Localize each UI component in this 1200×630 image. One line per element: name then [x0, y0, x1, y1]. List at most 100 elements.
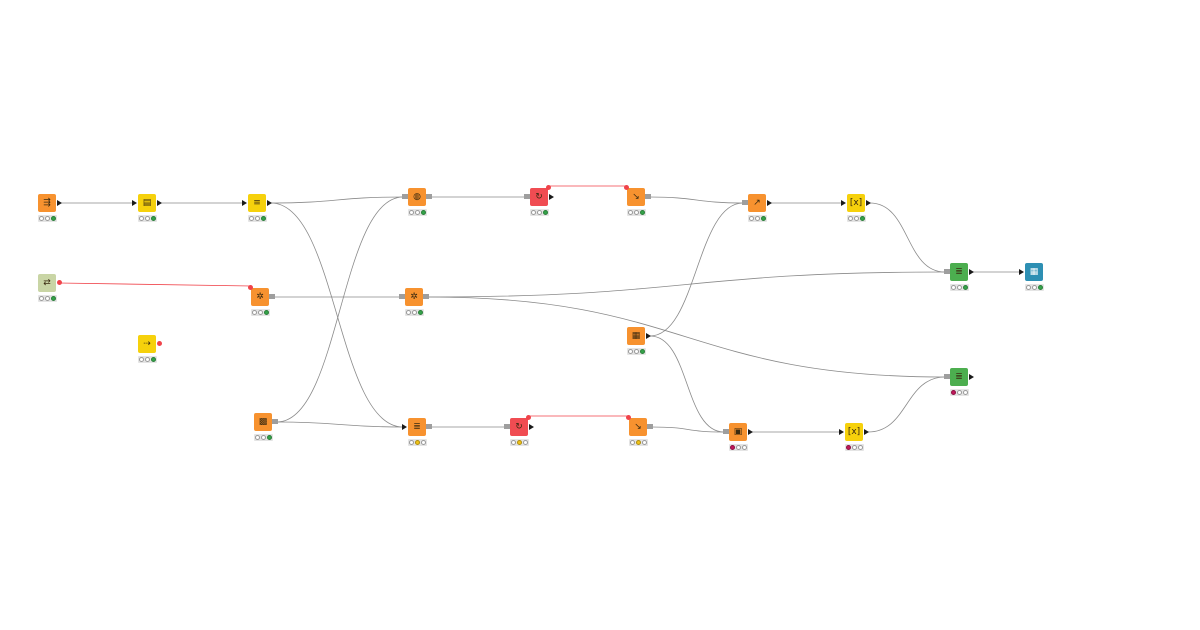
image-writer-node[interactable]: ▣	[723, 423, 753, 441]
status-light-empty	[537, 210, 542, 215]
status-light-empty	[409, 210, 414, 215]
connection-line[interactable]	[649, 202, 744, 337]
connection-line[interactable]	[867, 376, 946, 433]
connection-line[interactable]	[270, 202, 404, 428]
status-light-empty	[755, 216, 760, 221]
flow-variable-node[interactable]: ⇢	[138, 335, 162, 353]
flow-variable-port[interactable]	[624, 185, 629, 190]
variable-creator-node[interactable]: ⇄	[38, 274, 62, 292]
loop-end-node-2[interactable]: ↘	[626, 415, 653, 436]
status-light-empty	[45, 296, 50, 301]
scorer-node[interactable]: [x]	[841, 194, 871, 212]
table-creator-node[interactable]: ▦	[627, 327, 651, 345]
loop-start-node[interactable]: ↻	[524, 185, 554, 206]
input-port[interactable]	[839, 429, 844, 435]
status-light-red	[951, 390, 956, 395]
status-light-empty	[852, 445, 857, 450]
output-port[interactable]	[549, 194, 554, 200]
connection-line[interactable]	[649, 196, 744, 204]
normalizer-node[interactable]: ≡	[242, 194, 272, 212]
input-port[interactable]	[402, 424, 407, 430]
status-light-empty	[749, 216, 754, 221]
predictor-node[interactable]: ↗	[742, 194, 772, 212]
output-port[interactable]	[426, 194, 432, 199]
connection-line[interactable]	[270, 196, 404, 204]
table-view-node[interactable]: ▦	[1019, 263, 1043, 281]
input-port[interactable]	[1019, 269, 1024, 275]
connection-line[interactable]	[649, 335, 725, 433]
node-status-indicator	[248, 215, 267, 222]
input-port[interactable]	[402, 194, 408, 199]
tree-learner-icon: ≣	[413, 421, 421, 432]
scorer-node-2[interactable]: [x]	[839, 423, 869, 441]
input-port[interactable]	[524, 194, 530, 199]
status-light-empty	[39, 296, 44, 301]
status-light-green	[261, 216, 266, 221]
column-filter-node[interactable]: ▤	[132, 194, 162, 212]
output-port[interactable]	[864, 429, 869, 435]
node-status-indicator	[405, 309, 424, 316]
input-port[interactable]	[944, 269, 950, 274]
output-port[interactable]	[645, 194, 651, 199]
flow-variable-port[interactable]	[626, 415, 631, 420]
status-light-empty	[139, 357, 144, 362]
output-port[interactable]	[866, 200, 871, 206]
learner-node-bottom[interactable]: ≣	[944, 368, 974, 386]
model-reader-node[interactable]: ✲	[248, 285, 275, 306]
flow-variable-port[interactable]	[526, 415, 531, 420]
input-port[interactable]	[399, 294, 405, 299]
connection-line[interactable]	[276, 421, 404, 428]
flow-variable-port[interactable]	[546, 185, 551, 190]
node-status-indicator	[748, 215, 767, 222]
connection-line[interactable]	[427, 271, 946, 298]
connection-line[interactable]	[427, 296, 946, 378]
input-port[interactable]	[504, 424, 510, 429]
output-port[interactable]	[423, 294, 429, 299]
connection-line[interactable]	[276, 196, 404, 423]
output-port[interactable]	[269, 294, 275, 299]
output-port[interactable]	[748, 429, 753, 435]
output-port[interactable]	[426, 424, 432, 429]
input-port[interactable]	[841, 200, 846, 206]
status-light-empty	[249, 216, 254, 221]
loop-end-node[interactable]: ↘	[624, 185, 651, 206]
connection-line[interactable]	[869, 202, 946, 273]
partitioning-node[interactable]: ◍	[402, 188, 432, 206]
output-port[interactable]	[57, 200, 62, 206]
flow-variable-port[interactable]	[57, 280, 62, 285]
loop-start-node-2[interactable]: ↻	[504, 415, 534, 436]
flow-variable-connection[interactable]	[58, 282, 252, 287]
input-port[interactable]	[723, 429, 729, 434]
node-status-indicator	[38, 295, 57, 302]
status-light-empty	[854, 216, 859, 221]
status-light-green	[51, 296, 56, 301]
input-port[interactable]	[132, 200, 137, 206]
status-light-yellow	[636, 440, 641, 445]
node-status-indicator	[138, 215, 157, 222]
input-port[interactable]	[242, 200, 247, 206]
input-port[interactable]	[944, 374, 950, 379]
model-writer-node[interactable]: ✲	[399, 288, 429, 306]
data-generator-node[interactable]: ▩	[254, 413, 278, 431]
output-port[interactable]	[969, 269, 974, 275]
reader-node[interactable]: ⇶	[38, 194, 62, 212]
output-port[interactable]	[767, 200, 772, 206]
output-port[interactable]	[157, 200, 162, 206]
learner-node-top[interactable]: ≣	[944, 263, 974, 281]
status-light-empty	[951, 285, 956, 290]
flow-variable-port[interactable]	[157, 341, 162, 346]
input-port[interactable]	[742, 200, 748, 205]
connection-line[interactable]	[651, 426, 725, 433]
status-light-green	[421, 210, 426, 215]
output-port[interactable]	[267, 200, 272, 206]
tree-learner-node[interactable]: ≣	[402, 418, 432, 436]
output-port[interactable]	[272, 419, 278, 424]
output-port[interactable]	[529, 424, 534, 430]
flow-variable-port[interactable]	[248, 285, 253, 290]
status-light-empty	[415, 210, 420, 215]
output-port[interactable]	[646, 333, 651, 339]
output-port[interactable]	[969, 374, 974, 380]
status-light-empty	[39, 216, 44, 221]
output-port[interactable]	[647, 424, 653, 429]
